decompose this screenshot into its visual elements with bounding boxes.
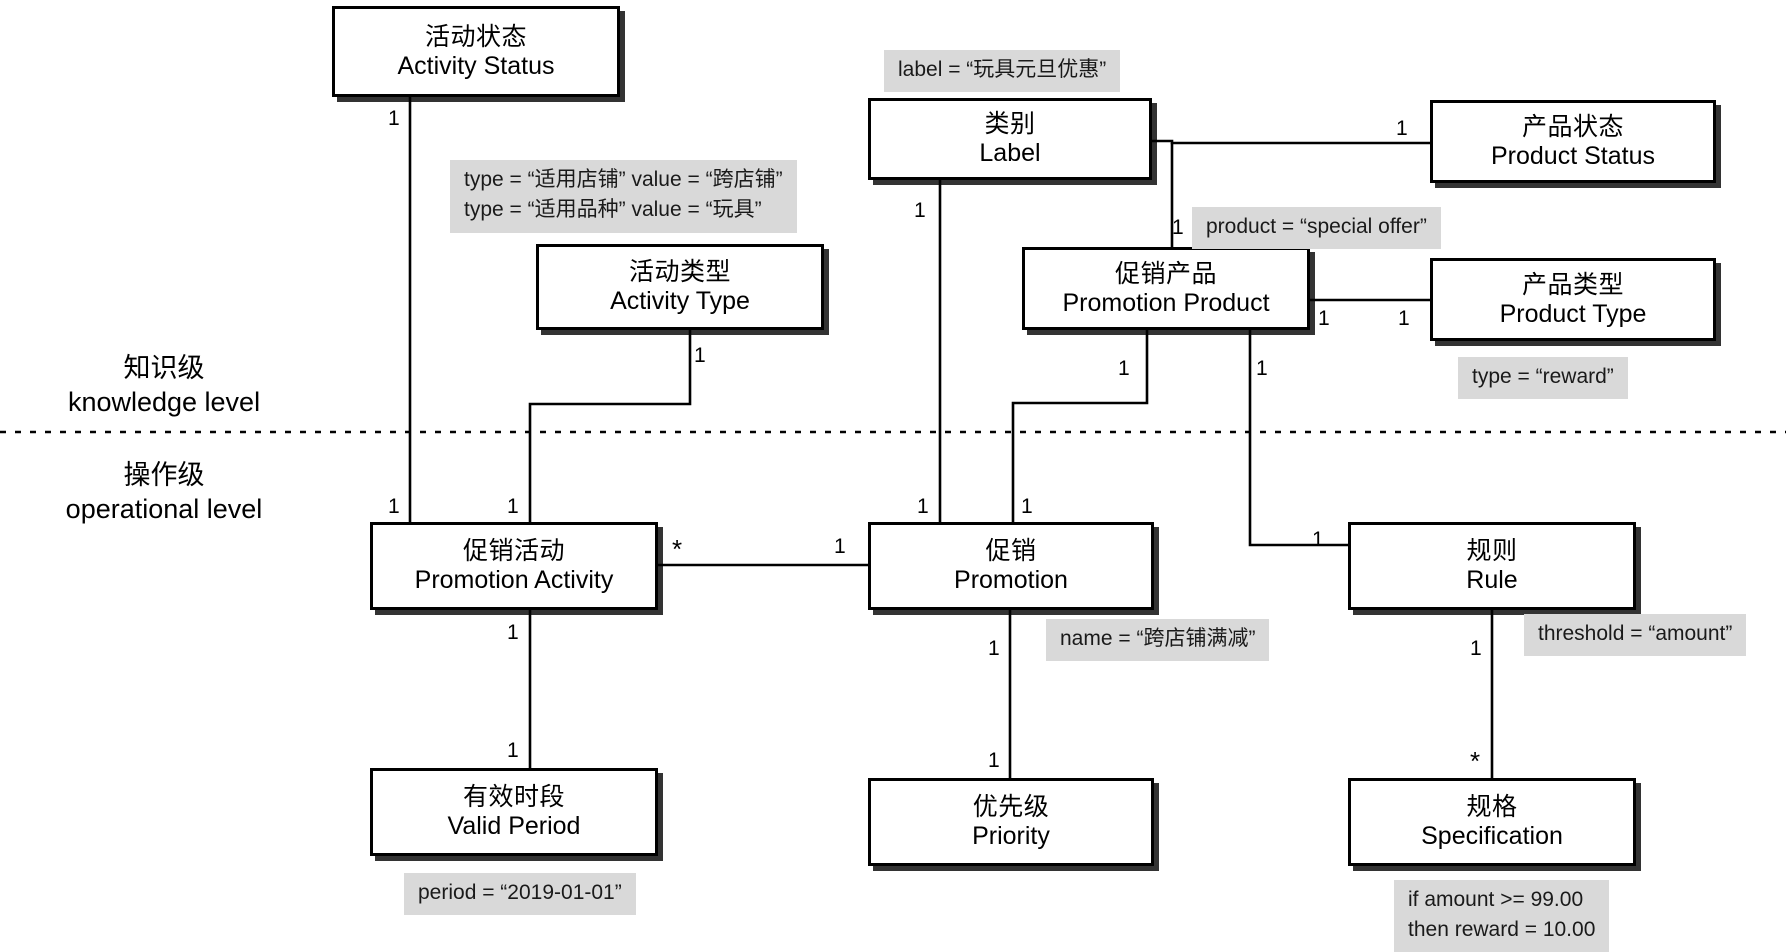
note-product: product = “special offer” bbox=[1192, 207, 1441, 250]
node-valid-period-en: Valid Period bbox=[447, 812, 581, 840]
note-valid-period: period = “2019-01-01” bbox=[404, 873, 636, 916]
multiplicity-label-bottom: 1 bbox=[914, 199, 926, 222]
node-promotion-activity[interactable]: 促销活动 Promotion Activity bbox=[370, 522, 658, 610]
node-activity-type-cn: 活动类型 bbox=[628, 258, 731, 286]
node-rule-cn: 规则 bbox=[1466, 537, 1518, 565]
node-priority[interactable]: 优先级 Priority bbox=[868, 778, 1154, 866]
node-label[interactable]: 类别 Label bbox=[868, 98, 1152, 180]
node-specification[interactable]: 规格 Specification bbox=[1348, 778, 1636, 866]
note-rule: threshold = “amount” bbox=[1524, 614, 1747, 657]
node-rule-en: Rule bbox=[1466, 566, 1518, 594]
note-promotion-line-1: name = “跨店铺满减” bbox=[1060, 627, 1256, 650]
node-promotion-product-cn: 促销产品 bbox=[1114, 259, 1217, 288]
node-activity-status-cn: 活动状态 bbox=[424, 22, 527, 51]
level-caption-operational: 操作级 operational level bbox=[14, 459, 314, 527]
node-rule[interactable]: 规则 Rule bbox=[1348, 522, 1636, 610]
note-activity-type: type = “适用店铺” value = “跨店铺” type = “适用品种… bbox=[450, 160, 797, 233]
node-promotion-product-en: Promotion Product bbox=[1062, 288, 1270, 317]
node-promotion-cn: 促销 bbox=[985, 537, 1037, 565]
node-promotion-en: Promotion bbox=[954, 566, 1068, 594]
multiplicity-rule-left: 1 bbox=[1312, 528, 1324, 551]
edge-promotion-product-promotion bbox=[1011, 330, 1149, 522]
multiplicity-promotion-product-bottom-left: 1 bbox=[1118, 357, 1130, 380]
multiplicity-priority-top: 1 bbox=[988, 749, 1000, 772]
note-label-line-1: label = “玩具元旦优惠” bbox=[898, 58, 1107, 81]
node-activity-status[interactable]: 活动状态 Activity Status bbox=[332, 6, 620, 97]
node-priority-en: Priority bbox=[972, 822, 1050, 850]
multiplicity-promotion-product-right: 1 bbox=[1318, 307, 1330, 330]
multiplicity-association-star: * bbox=[672, 534, 683, 564]
node-activity-type[interactable]: 活动类型 Activity Type bbox=[536, 244, 824, 330]
node-valid-period-cn: 有效时段 bbox=[462, 783, 565, 811]
level-knowledge-en: knowledge level bbox=[67, 386, 261, 417]
node-promotion-product[interactable]: 促销产品 Promotion Product bbox=[1022, 247, 1310, 330]
multiplicity-specification-top: * bbox=[1470, 746, 1481, 776]
node-specification-en: Specification bbox=[1421, 822, 1563, 850]
level-caption-knowledge: 知识级 knowledge level bbox=[14, 352, 314, 420]
note-product-type-line-1: type = “reward” bbox=[1472, 365, 1614, 388]
level-operational-en: operational level bbox=[65, 493, 263, 524]
multiplicity-association-one: 1 bbox=[834, 535, 846, 558]
note-valid-period-line-1: period = “2019-01-01” bbox=[418, 881, 622, 904]
node-label-en: Label bbox=[979, 139, 1041, 167]
note-promotion: name = “跨店铺满减” bbox=[1046, 619, 1270, 662]
multiplicity-promotion-top-left: 1 bbox=[917, 495, 929, 518]
edge-activity-type-promotion-activity bbox=[528, 330, 692, 522]
multiplicity-valid-period-top: 1 bbox=[507, 739, 519, 762]
note-product-type: type = “reward” bbox=[1458, 357, 1628, 400]
node-valid-period[interactable]: 有效时段 Valid Period bbox=[370, 768, 658, 856]
node-promotion-activity-en: Promotion Activity bbox=[414, 566, 614, 594]
edge-promotion-product-rule bbox=[1248, 330, 1348, 547]
multiplicity-promotion-top-right: 1 bbox=[1021, 495, 1033, 518]
multiplicity-product-status: 1 bbox=[1396, 117, 1408, 140]
note-product-line-1: product = “special offer” bbox=[1206, 215, 1427, 238]
note-specification-line-1: if amount >= 99.00 bbox=[1408, 888, 1584, 911]
note-specification: if amount >= 99.00 then reward = 10.00 bbox=[1394, 880, 1610, 952]
note-label: label = “玩具元旦优惠” bbox=[884, 50, 1121, 93]
multiplicity-activity-type-bottom: 1 bbox=[694, 344, 706, 367]
multiplicity-activity-status: 1 bbox=[388, 107, 400, 130]
node-promotion-activity-cn: 促销活动 bbox=[462, 537, 565, 565]
node-product-status[interactable]: 产品状态 Product Status bbox=[1430, 100, 1716, 183]
node-specification-cn: 规格 bbox=[1466, 793, 1518, 821]
multiplicity-promotion-activity-bottom: 1 bbox=[507, 621, 519, 644]
multiplicity-promotion-bottom: 1 bbox=[988, 637, 1000, 660]
node-product-status-en: Product Status bbox=[1491, 141, 1655, 170]
node-priority-cn: 优先级 bbox=[972, 793, 1050, 821]
node-product-type-cn: 产品类型 bbox=[1521, 270, 1624, 299]
edge-label-product-status bbox=[1152, 139, 1430, 145]
multiplicity-promotion-activity-top-right: 1 bbox=[507, 495, 519, 518]
multiplicity-promotion-activity-top-left: 1 bbox=[388, 495, 400, 518]
node-activity-status-en: Activity Status bbox=[397, 51, 555, 80]
node-promotion[interactable]: 促销 Promotion bbox=[868, 522, 1154, 610]
note-rule-line-1: threshold = “amount” bbox=[1538, 622, 1733, 645]
node-product-status-cn: 产品状态 bbox=[1521, 112, 1624, 141]
node-product-type-en: Product Type bbox=[1499, 299, 1647, 328]
node-activity-type-en: Activity Type bbox=[610, 287, 750, 315]
multiplicity-product-type-left: 1 bbox=[1398, 307, 1410, 330]
node-label-cn: 类别 bbox=[984, 110, 1036, 138]
note-activity-type-line-2: type = “适用品种” value = “玩具” bbox=[464, 198, 762, 222]
multiplicity-rule-bottom: 1 bbox=[1470, 637, 1482, 660]
multiplicity-promotion-product-bottom-right: 1 bbox=[1256, 357, 1268, 380]
note-specification-line-2: then reward = 10.00 bbox=[1408, 918, 1596, 942]
level-operational-cn: 操作级 bbox=[123, 460, 205, 490]
note-activity-type-line-1: type = “适用店铺” value = “跨店铺” bbox=[464, 168, 783, 191]
level-knowledge-cn: 知识级 bbox=[123, 353, 205, 383]
multiplicity-promotion-product-left: 1 bbox=[1172, 216, 1184, 239]
node-product-type[interactable]: 产品类型 Product Type bbox=[1430, 258, 1716, 341]
